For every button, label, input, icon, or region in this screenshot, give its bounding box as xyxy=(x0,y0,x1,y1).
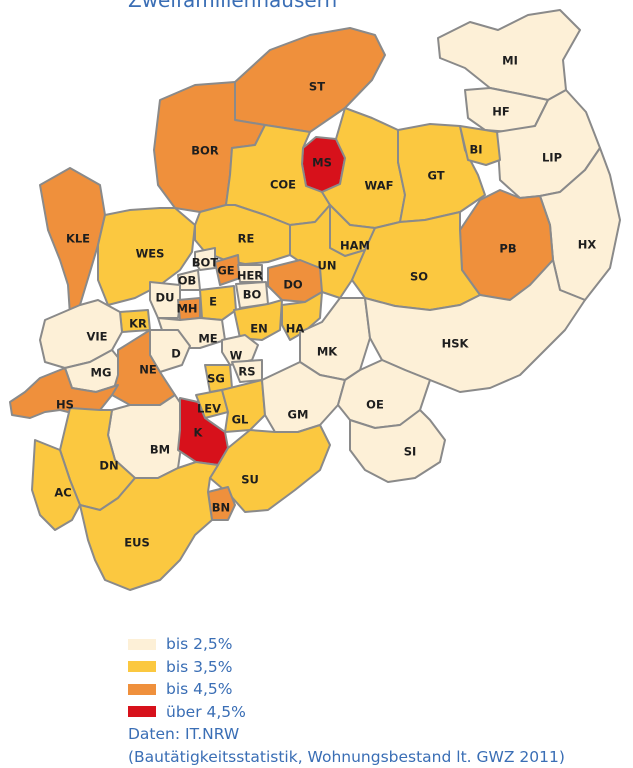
region-label-mk: MK xyxy=(317,345,338,359)
region-label-sg: SG xyxy=(207,372,225,386)
region-label-waf: WAF xyxy=(365,179,394,193)
legend-label-3: bis 4,5% xyxy=(166,678,233,701)
region-label-bot: BOT xyxy=(192,256,219,270)
region-label-eus: EUS xyxy=(124,536,149,550)
region-shape-e xyxy=(200,286,236,320)
region-label-bor: BOR xyxy=(191,144,219,158)
region-label-lip: LIP xyxy=(542,151,562,165)
legend-item-2: bis 3,5% xyxy=(128,656,565,679)
region-label-d: D xyxy=(171,347,181,361)
region-label-vie: VIE xyxy=(86,330,107,344)
legend-item-1: bis 2,5% xyxy=(128,633,565,656)
legend-item-3: bis 4,5% xyxy=(128,678,565,701)
region-label-gm: GM xyxy=(288,408,309,422)
region-label-su: SU xyxy=(241,473,259,487)
region-label-mh: MH xyxy=(176,302,197,316)
region-label-gt: GT xyxy=(427,169,444,183)
region-label-e: E xyxy=(209,295,217,309)
legend-label-4: über 4,5% xyxy=(166,701,246,724)
region-label-ge: GE xyxy=(217,264,234,278)
region-label-rs: RS xyxy=(238,365,255,379)
source-label: Daten: IT.NRW xyxy=(128,723,565,746)
legend-swatch-1 xyxy=(128,639,156,650)
region-label-wes: WES xyxy=(136,247,165,261)
region-label-coe: COE xyxy=(270,178,296,192)
legend-label-2: bis 3,5% xyxy=(166,656,233,679)
legend-label-1: bis 2,5% xyxy=(166,633,233,656)
region-label-en: EN xyxy=(250,322,267,336)
region-label-do: DO xyxy=(283,278,303,292)
region-label-ne: NE xyxy=(139,363,157,377)
region-label-ham: HAM xyxy=(340,239,370,253)
region-label-her: HER xyxy=(237,269,263,283)
region-e xyxy=(200,286,236,320)
region-label-me: ME xyxy=(198,332,217,346)
region-label-bm: BM xyxy=(150,443,170,457)
region-label-w: W xyxy=(230,349,243,363)
region-label-kr: KR xyxy=(129,317,147,331)
region-label-oe: OE xyxy=(366,398,384,412)
region-label-un: UN xyxy=(318,259,337,273)
region-label-ob: OB xyxy=(178,274,197,288)
legend-swatch-2 xyxy=(128,661,156,672)
region-label-st: ST xyxy=(309,80,325,94)
legend-swatch-4 xyxy=(128,706,156,717)
region-label-pb: PB xyxy=(499,242,516,256)
region-label-bn: BN xyxy=(212,501,230,515)
region-label-bi: BI xyxy=(469,143,482,157)
region-label-hs: HS xyxy=(56,398,74,412)
region-label-mg: MG xyxy=(91,366,112,380)
region-label-ha: HA xyxy=(286,322,305,336)
region-label-k: K xyxy=(194,426,204,440)
region-label-re: RE xyxy=(238,232,255,246)
region-label-ac: AC xyxy=(54,486,71,500)
region-label-dn: DN xyxy=(99,459,118,473)
region-label-du: DU xyxy=(156,291,175,305)
region-label-si: SI xyxy=(404,445,417,459)
region-label-gl: GL xyxy=(232,413,249,427)
legend-item-4: über 4,5% xyxy=(128,701,565,724)
region-label-ms: MS xyxy=(312,156,332,170)
region-label-hx: HX xyxy=(578,238,597,252)
region-label-bo: BO xyxy=(243,288,262,302)
region-label-hf: HF xyxy=(492,105,509,119)
legend-swatch-3 xyxy=(128,684,156,695)
nrw-district-map: MI HF LIP HX PB ST BOR MS COE WAF GT BI KLE WES RE HAMU… xyxy=(0,0,633,615)
region-label-hsk: HSK xyxy=(442,337,470,351)
region-label-so: SO xyxy=(410,270,428,284)
legend: bis 2,5% bis 3,5% bis 4,5% über 4,5% Dat… xyxy=(128,633,565,768)
region-label-mi: MI xyxy=(502,54,518,68)
region-label-lev: LEV xyxy=(197,402,221,416)
region-label-kle: KLE xyxy=(66,232,90,246)
